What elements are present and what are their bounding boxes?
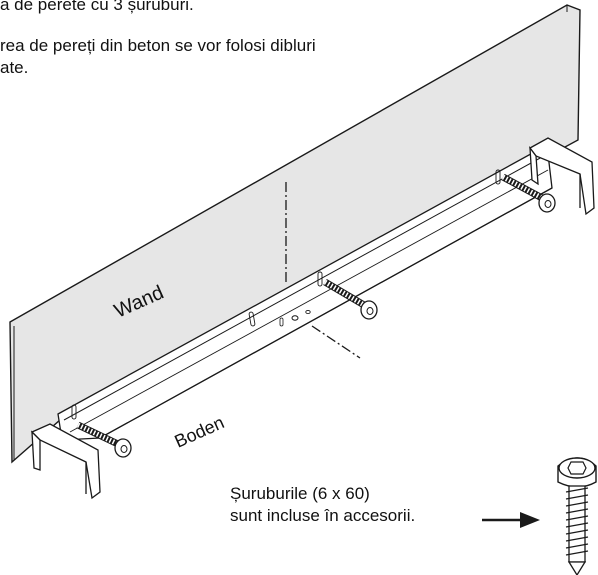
center-line-diagonal bbox=[311, 325, 361, 359]
screw-middle bbox=[323, 278, 378, 320]
screw-icon bbox=[557, 457, 597, 575]
callout-line-2: sunt incluse în accesorii. bbox=[230, 506, 416, 525]
instruction-line-1: a de perete cu 3 șuruburi. bbox=[0, 0, 194, 14]
instruction-line-2: rea de pereți din beton se vor folosi di… bbox=[0, 36, 316, 55]
screw-left bbox=[76, 421, 132, 458]
floor-label: Boden bbox=[171, 412, 227, 451]
instruction-line-3: ate. bbox=[0, 58, 29, 77]
arrow-right-icon bbox=[482, 512, 540, 528]
left-bracket bbox=[30, 423, 101, 500]
callout-line-1: Șuruburile (6 x 60) bbox=[230, 484, 370, 503]
screw-right bbox=[501, 173, 556, 213]
right-bracket bbox=[529, 137, 595, 216]
